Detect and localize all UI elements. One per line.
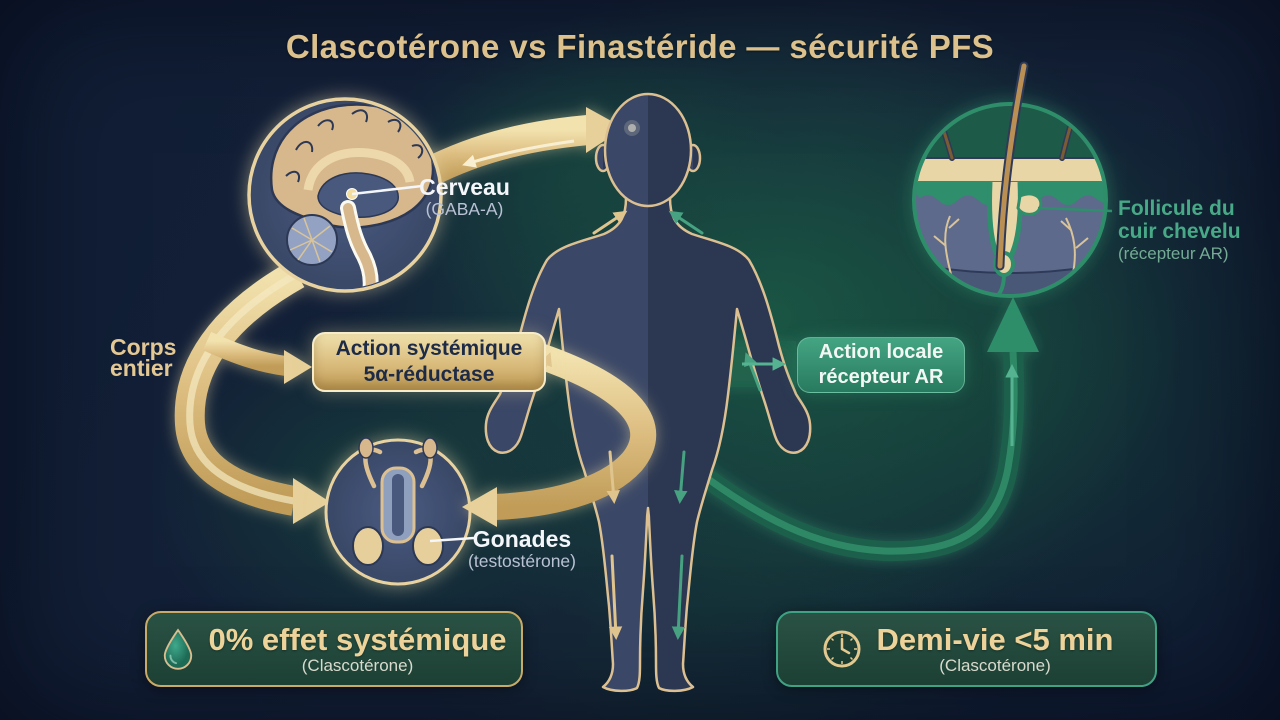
- gonads-label: Gonades (testostérone): [452, 527, 592, 571]
- systemic-effect-text: 0% effet systémique: [208, 621, 507, 657]
- local-action-box: Action locale récepteur AR: [797, 337, 965, 393]
- head-arrowhead: [586, 107, 624, 153]
- brain-label-sub: (GABA-A): [425, 199, 504, 219]
- head-to-brain-thin-arrow: [462, 139, 575, 168]
- follicle-label-sub: (récepteur AR): [1118, 244, 1229, 263]
- follicle-label: Follicule du cuir chevelu (récepteur AR): [1118, 197, 1241, 264]
- half-life-badge: Demi-vie <5 min (Clascotérone): [776, 611, 1157, 687]
- body-scope-label: Corps entier: [110, 334, 177, 381]
- systemic-action-line1: Action systémique: [335, 337, 523, 360]
- gonads-illustration: [352, 437, 444, 566]
- loop-to-systemic-arrow: [202, 331, 288, 376]
- page-title: Clascotérone vs Finastéride — sécurité P…: [285, 28, 995, 65]
- half-life-sublabel: (Clascotérone): [939, 655, 1051, 675]
- brain-illustration: [269, 103, 435, 288]
- gonads-label-main: Gonades: [472, 526, 572, 552]
- systemic-effect-sublabel: (Clascotérone): [301, 655, 414, 675]
- gonads-circle: [324, 437, 472, 586]
- systemic-to-gonads-arrow: [462, 343, 657, 527]
- brain-label-main: Cerveau: [419, 174, 510, 200]
- follicle-circle: [912, 61, 1108, 298]
- local-action-line2: récepteur AR: [818, 366, 944, 388]
- brain-label: Cerveau (GABA-A): [392, 175, 537, 219]
- half-life-text: Demi-vie <5 min: [876, 621, 1114, 657]
- body-scope-line2: entier: [110, 355, 173, 381]
- local-action-line1: Action locale: [818, 341, 944, 363]
- follicle-arrowhead: [987, 297, 1039, 352]
- loop-arrowhead: [293, 478, 330, 524]
- gonads-label-sub: (testostérone): [468, 551, 576, 571]
- clock-icon: [823, 630, 861, 668]
- brain-circle: [247, 97, 443, 293]
- follicle-label-line2: cuir chevelu: [1118, 220, 1241, 243]
- follicle-label-line1: Follicule du: [1118, 197, 1235, 220]
- droplet-icon: [164, 628, 193, 670]
- systemic-effect-badge: 0% effet systémique (Clascotérone): [145, 611, 523, 687]
- systemic-action-box: Action systémique 5α-réductase: [312, 332, 546, 392]
- body-scope-line1: Corps: [110, 334, 177, 360]
- systemic-action-line2: 5α-réductase: [363, 363, 495, 386]
- pointer-lines: [351, 184, 1113, 543]
- body-flow-arrows: [534, 210, 762, 641]
